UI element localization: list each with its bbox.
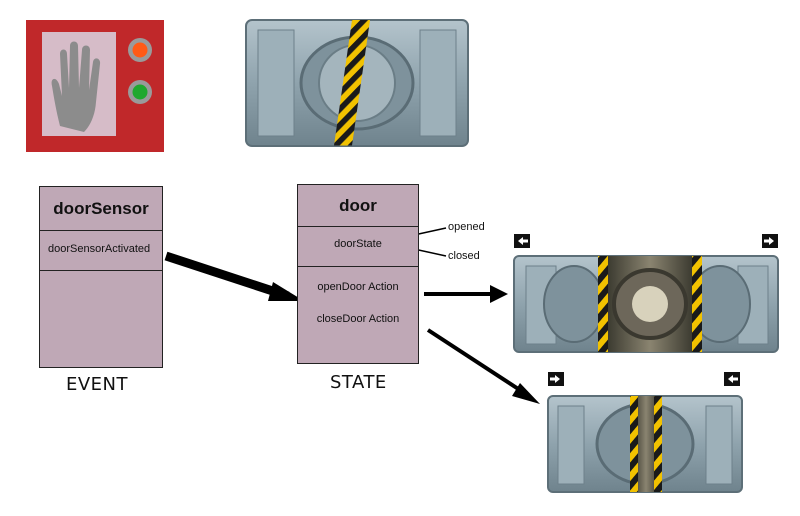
event-class-box: doorSensor doorSensorActivated: [39, 186, 163, 368]
hand-sensor-panel-icon: [26, 20, 164, 152]
open-door-action: openDoor Action: [317, 281, 399, 293]
state-class-attribute: doorState: [298, 227, 418, 267]
event-class-attribute: doorSensorActivated: [40, 231, 162, 271]
state-value-opened: opened: [448, 221, 485, 233]
arrow-right-icon: [548, 372, 564, 386]
opening-sci-fi-door-icon: [513, 255, 779, 353]
closed-sci-fi-door-icon: [245, 19, 469, 147]
event-to-state-arrowhead: [268, 282, 304, 301]
open-action-arrowhead: [490, 285, 508, 303]
event-class-methods: [40, 271, 162, 365]
state-class-actions: openDoor Action closeDoor Action: [298, 267, 418, 361]
state-caption: STATE: [330, 372, 387, 393]
event-caption: EVENT: [66, 374, 129, 395]
close-action-arrow: [426, 328, 528, 396]
close-door-action: closeDoor Action: [316, 313, 400, 325]
arrow-left-icon: [514, 234, 530, 248]
arrow-left-icon: [724, 372, 740, 386]
state-class-box: door doorState openDoor Action closeDoor…: [297, 184, 419, 364]
state-class-name: door: [298, 185, 418, 227]
event-class-name: doorSensor: [40, 187, 162, 231]
arrow-right-icon: [762, 234, 778, 248]
state-value-closed: closed: [448, 250, 480, 262]
event-to-state-arrow: [164, 251, 290, 301]
close-action-arrowhead: [512, 383, 540, 404]
closing-sci-fi-door-icon: [547, 395, 743, 493]
